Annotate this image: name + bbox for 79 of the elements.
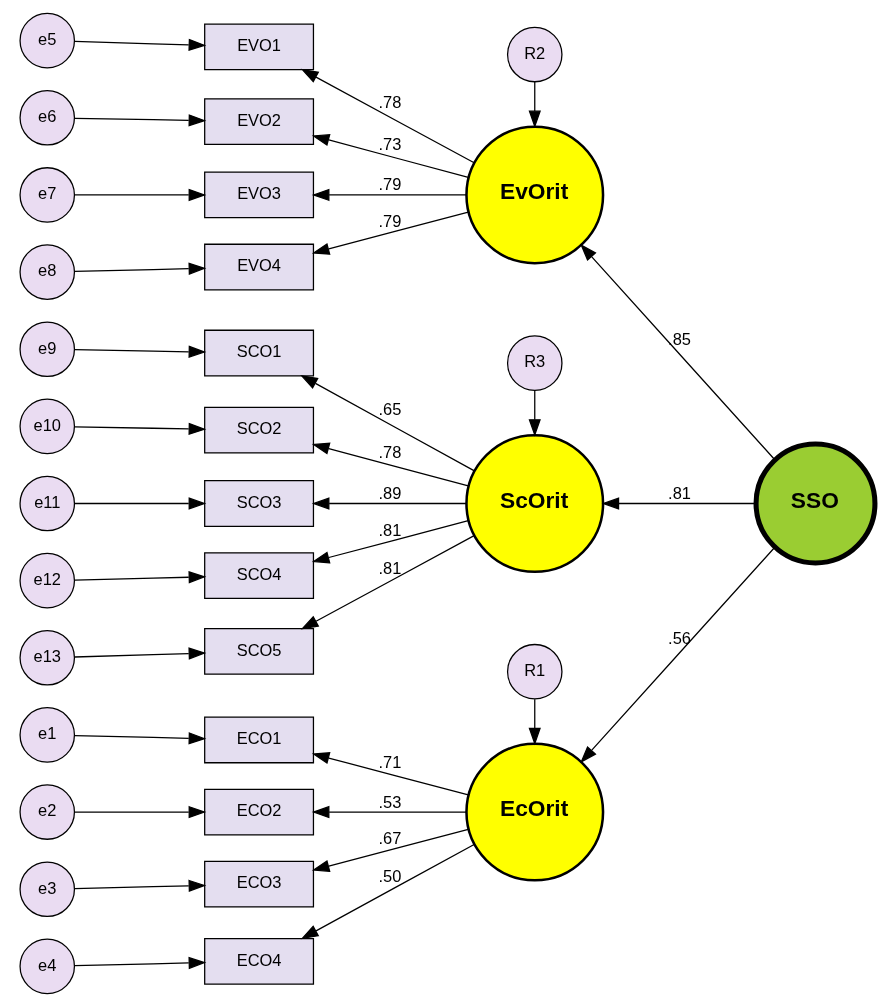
node-circle: e3	[18, 861, 75, 918]
arrow	[300, 535, 475, 630]
arrow	[579, 546, 775, 764]
node-box: EVO2	[203, 98, 314, 145]
arrow	[73, 571, 206, 584]
edge-label: .71	[378, 753, 401, 772]
edge-label: .85	[667, 329, 691, 348]
node-circle: R1	[506, 643, 563, 700]
arrow	[300, 843, 475, 940]
node-box: ECO1	[203, 716, 314, 764]
arrow	[73, 262, 206, 275]
arrow	[528, 390, 541, 437]
arrow	[528, 698, 541, 746]
edge-label: .50	[378, 867, 401, 886]
node-circle: e5	[18, 12, 75, 69]
edge-label: .78	[378, 93, 401, 112]
node-circle: R3	[506, 335, 563, 391]
arrow	[528, 81, 541, 129]
edge-label: .53	[378, 792, 401, 811]
arrow	[311, 497, 467, 510]
arrow	[73, 345, 206, 358]
arrow	[73, 732, 206, 745]
node-box: SCO5	[203, 628, 314, 675]
node-circle: e7	[18, 167, 75, 223]
node-box: SCO4	[203, 552, 314, 599]
arrow	[73, 188, 206, 202]
arrow	[311, 188, 467, 202]
node-circle: e11	[18, 475, 75, 532]
edge-label: .65	[378, 400, 401, 419]
arrow	[73, 956, 206, 970]
node-circle: e13	[18, 629, 75, 686]
node-circle: e12	[18, 552, 75, 609]
arrow	[73, 114, 206, 127]
node-box: ECO3	[203, 860, 314, 908]
edge-label: .67	[378, 829, 401, 848]
edge-label: .81	[378, 558, 401, 577]
edge-label: .56	[667, 629, 691, 648]
arrow	[311, 828, 469, 873]
node-box: SCO2	[203, 406, 314, 454]
node-circle: SSO	[753, 441, 877, 566]
edge-label: .81	[378, 520, 401, 539]
node-box: ECO4	[203, 937, 314, 985]
arrow	[300, 68, 475, 164]
node-box: EVO1	[203, 23, 314, 71]
arrow	[299, 374, 475, 472]
edge-label: .79	[378, 212, 401, 231]
node-circle: e4	[18, 938, 75, 995]
arrow	[579, 243, 775, 461]
arrow	[600, 497, 757, 510]
node-box: SCO3	[203, 480, 314, 527]
edge-label: .73	[378, 134, 401, 153]
edge-label: .81	[667, 483, 691, 502]
arrow	[311, 752, 469, 796]
node-circle: e6	[18, 89, 75, 146]
arrow	[73, 647, 206, 660]
arrow	[73, 805, 206, 819]
node-box: EVO4	[203, 243, 314, 291]
node-circle: e2	[18, 784, 75, 840]
arrow	[73, 879, 206, 893]
node-circle: ScOrit	[464, 433, 604, 574]
node-box: SCO1	[203, 329, 314, 377]
node-circle: e10	[18, 398, 75, 455]
arrow	[311, 134, 469, 179]
edge-label: .78	[378, 443, 401, 462]
arrow	[311, 442, 469, 487]
node-box: ECO2	[203, 788, 314, 836]
node-circle: e1	[18, 707, 75, 763]
arrow	[311, 805, 467, 819]
arrow	[73, 422, 206, 436]
edge-label: .79	[378, 175, 401, 194]
edge-label: .89	[378, 483, 401, 502]
arrow	[73, 497, 206, 510]
arrow	[311, 520, 469, 564]
node-circle: e8	[18, 244, 75, 300]
arrow	[73, 38, 206, 52]
node-circle: R2	[506, 26, 563, 83]
node-box: EVO3	[203, 171, 314, 219]
node-circle: e9	[18, 321, 75, 378]
arrow	[311, 211, 469, 255]
